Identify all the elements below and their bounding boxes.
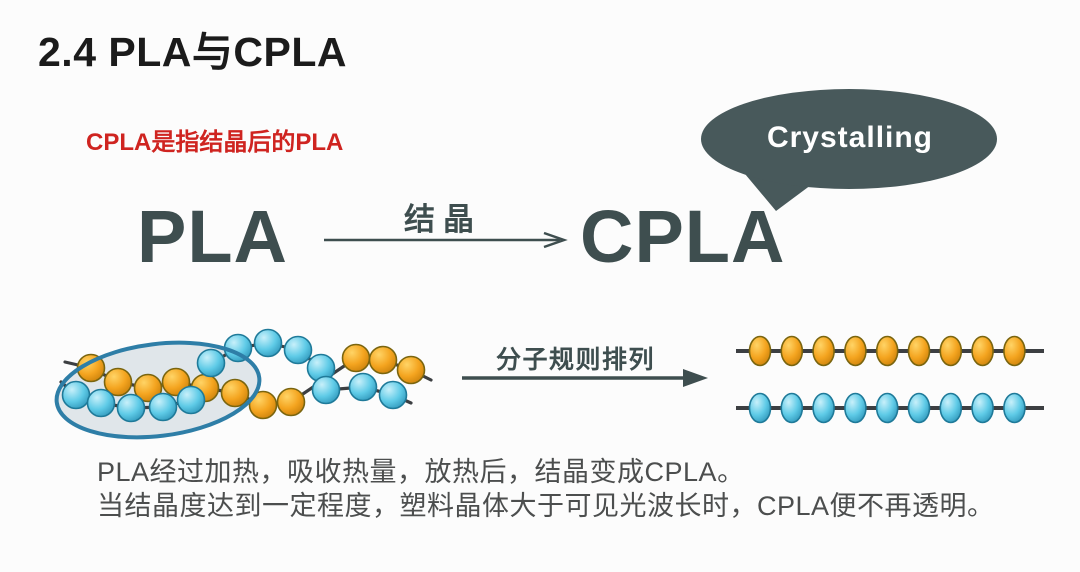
crystalling-bubble-label: Crystalling [766, 121, 934, 154]
definition-note: CPLA是指结晶后的PLA [86, 129, 344, 156]
cpla-label: CPLA [580, 195, 786, 278]
crystalling-speech-bubble [700, 88, 1000, 213]
ordered-chain-diagram [728, 326, 1058, 426]
alignment-arrow-icon [460, 366, 710, 388]
caption-line-2: 当结晶度达到一定程度，塑料晶体大于可见光波长时，CPLA便不再透明。 [97, 491, 995, 521]
tangled-chain-diagram [53, 318, 485, 466]
crystallization-arrow-icon [322, 230, 572, 250]
pla-label: PLA [137, 195, 288, 278]
caption-line-1: PLA经过加热，吸收热量，放热后，结晶变成CPLA。 [97, 457, 745, 487]
crystallization-arrow-label: 结晶 [404, 202, 482, 237]
alignment-arrow-label: 分子规则排列 [496, 346, 656, 374]
caption-block: PLA经过加热，吸收热量，放热后，结晶变成CPLA。 当结晶度达到一定程度，塑料… [97, 455, 995, 523]
slide-title: 2.4 PLA与CPLA [38, 29, 347, 75]
